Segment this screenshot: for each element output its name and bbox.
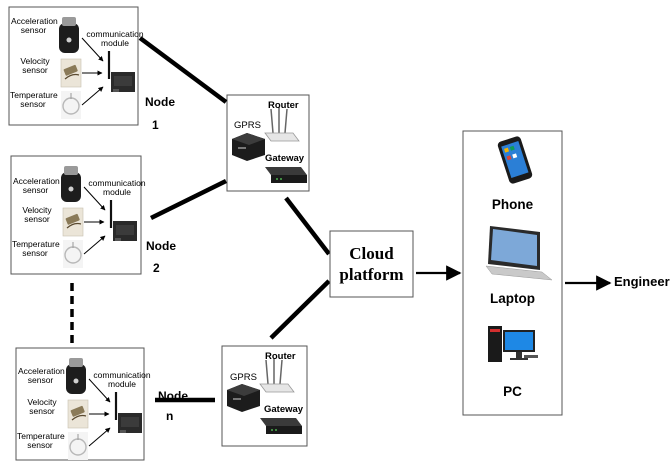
node-2-name: Node xyxy=(146,239,176,253)
noden-velocity-label: Velocity sensor xyxy=(27,397,57,416)
cloud-platform-line1: Cloud xyxy=(349,244,394,263)
node1-acceleration-label: Acceleration sensor xyxy=(11,16,58,35)
pc-icon xyxy=(488,326,538,362)
noden-acceleration-label: Acceleration sensor xyxy=(18,366,65,385)
noden-communication-label: communication module xyxy=(93,370,151,389)
node-n-index: n xyxy=(166,409,174,423)
sensor-node-n xyxy=(15,347,145,460)
engineer-label: Engineer xyxy=(614,274,670,289)
node-1-index: 1 xyxy=(152,118,159,132)
gw1-router-label: Router xyxy=(268,100,299,111)
node-2-index: 2 xyxy=(153,261,160,275)
phone-label: Phone xyxy=(491,197,534,212)
cloud-platform-line2: platform xyxy=(339,265,404,284)
node-n-name: Node xyxy=(158,389,188,403)
node1-communication-label: communication module xyxy=(86,29,144,48)
connection-lines xyxy=(138,36,331,403)
node2-communication-label: communication module xyxy=(88,178,146,197)
sensor-node-2 xyxy=(10,155,142,275)
phone-icon xyxy=(497,136,533,184)
sensor-node-1 xyxy=(8,6,139,126)
pc-label: PC xyxy=(503,384,522,399)
noden-temperature-label: Temperature sensor xyxy=(17,431,65,450)
node2-acceleration-label: Acceleration sensor xyxy=(13,176,60,195)
laptop-label: Laptop xyxy=(490,291,535,306)
node-1-name: Node xyxy=(145,95,175,109)
gw2-gprs-label: GPRS xyxy=(230,372,257,383)
gateway-unit-2 xyxy=(221,345,308,447)
gateway-unit-1 xyxy=(226,94,310,192)
gw1-gateway-label: Gateway xyxy=(265,153,305,164)
node2-temperature-label: Temperature sensor xyxy=(12,239,60,258)
node1-velocity-label: Velocity sensor xyxy=(20,56,50,75)
gw2-router-label: Router xyxy=(265,351,296,362)
gw2-gateway-label: Gateway xyxy=(264,404,304,415)
cloud-platform-box xyxy=(329,230,414,298)
gw1-gprs-label: GPRS xyxy=(234,120,261,131)
laptop-icon xyxy=(485,226,553,281)
node2-velocity-label: Velocity sensor xyxy=(22,205,52,224)
node1-temperature-label: Temperature sensor xyxy=(10,90,58,109)
